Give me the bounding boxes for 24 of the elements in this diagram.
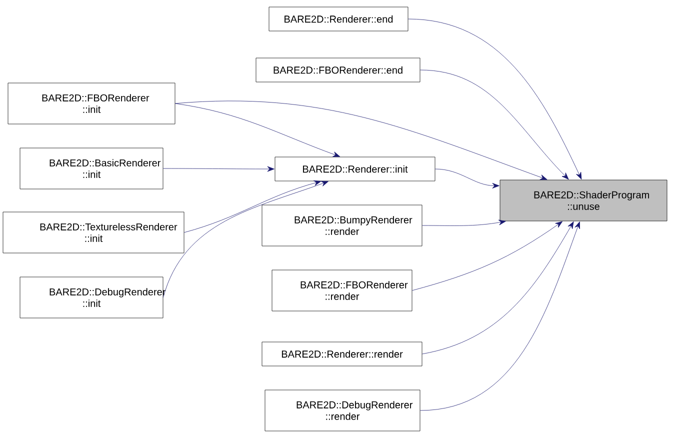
function-box: BARE2D::BumpyRenderer ::render <box>262 204 422 246</box>
function-box-highlighted: BARE2D::ShaderProgram ::unuse <box>500 180 668 222</box>
arrow <box>435 168 500 188</box>
arrow <box>163 166 274 172</box>
function-box: BARE2D::TexturelessRenderer ::init <box>2 212 184 254</box>
function-box: BARE2D::FBORenderer ::render <box>272 270 412 312</box>
function-box: BARE2D::BasicRenderer ::init <box>20 148 164 190</box>
function-box: BARE2D::FBORenderer::end <box>256 58 420 82</box>
arrow <box>422 221 574 354</box>
arrow <box>175 103 340 157</box>
arrow <box>412 221 563 291</box>
arrow <box>420 70 569 180</box>
function-box: BARE2D::DebugRenderer ::render <box>264 390 420 432</box>
arrow <box>420 222 580 411</box>
arrow <box>184 180 322 233</box>
arrow <box>422 220 506 226</box>
arrow <box>175 100 548 180</box>
arrow <box>408 18 582 180</box>
function-box: BARE2D::Renderer::init <box>274 156 436 182</box>
function-box: BARE2D::Renderer::end <box>268 6 408 32</box>
function-box: BARE2D::DebugRenderer ::init <box>20 276 166 318</box>
function-box: BARE2D::FBORenderer ::init <box>8 82 176 124</box>
function-box: BARE2D::Renderer::render <box>262 342 422 366</box>
arrow <box>163 181 328 298</box>
